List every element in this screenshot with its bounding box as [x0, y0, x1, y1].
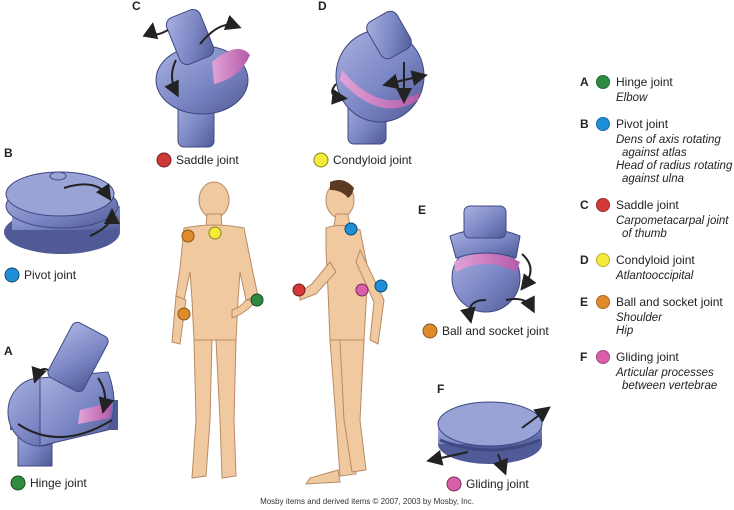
- legend-letter: B: [580, 117, 589, 131]
- legend-title: Gliding joint: [616, 350, 679, 364]
- legend-entry-ball-socket: E Ball and socket joint Shoulder Hip: [580, 292, 734, 338]
- legend-dot: [596, 295, 610, 309]
- legend-example: Hip: [616, 325, 634, 337]
- legend-dot: [596, 198, 610, 212]
- panel-letter-e: E: [418, 203, 426, 217]
- legend-letter: E: [580, 295, 589, 309]
- ball-socket-joint-dot: [422, 323, 438, 339]
- legend-example: Atlantooccipital: [616, 270, 694, 282]
- legend-dot: [596, 350, 610, 364]
- legend-example: Articular processes between vertebrae: [616, 367, 718, 392]
- legend-letter: A: [580, 75, 589, 89]
- ball-socket-joint-label: Ball and socket joint: [442, 324, 549, 338]
- pivot-joint-illustration: [4, 171, 120, 254]
- saddle-joint-illustration: [142, 8, 250, 148]
- legend-example: Head of radius rotating against ulna: [616, 160, 733, 185]
- pivot-joint-dot: [4, 267, 20, 283]
- panel-letter-b: B: [4, 146, 13, 160]
- legend-title: Saddle joint: [616, 198, 679, 212]
- condyloid-joint-illustration: [331, 10, 428, 145]
- legend-example: Shoulder: [616, 312, 663, 324]
- panel-letter-d: D: [318, 0, 327, 13]
- gliding-joint-dot: [446, 476, 462, 492]
- legend-entry-pivot: B Pivot joint Dens of axis rotating again…: [580, 114, 734, 186]
- ball-and-socket-joint-illustration: [449, 205, 537, 324]
- legend-dot: [596, 117, 610, 131]
- legend-letter: D: [580, 253, 589, 267]
- saddle-joint-dot: [156, 152, 172, 168]
- legend-title: Pivot joint: [616, 117, 669, 131]
- pivot-joint-label: Pivot joint: [24, 268, 77, 282]
- body-side-figure: [299, 180, 385, 485]
- panel-letter-a: A: [4, 344, 13, 358]
- gliding-joint-label: Gliding joint: [466, 477, 529, 491]
- legend-example: Elbow: [616, 92, 648, 104]
- legend-entry-hinge: A Hinge joint Elbow: [580, 72, 734, 105]
- legend-title: Ball and socket joint: [616, 295, 723, 309]
- panel-letter-c: C: [132, 0, 141, 13]
- legend-example: Dens of axis rotating against atlas: [616, 134, 721, 159]
- side-elbow-marker: [374, 279, 388, 293]
- copyright-credit: Mosby items and derived items © 2007, 20…: [260, 497, 474, 506]
- hinge-joint-dot: [10, 475, 26, 491]
- legend-letter: F: [580, 350, 588, 364]
- legend-entry-saddle: C Saddle joint Carpometacarpal joint of t…: [580, 195, 734, 241]
- front-shoulder-marker: [181, 229, 195, 243]
- joint-legend: A Hinge joint Elbow B Pivot joint Dens of …: [580, 72, 734, 402]
- hinge-joint-illustration: [7, 321, 118, 467]
- legend-title: Condyloid joint: [616, 253, 695, 267]
- gliding-joint-illustration: [426, 401, 551, 476]
- condyloid-joint-dot: [313, 152, 329, 168]
- panel-letter-f: F: [437, 382, 444, 396]
- front-hip-marker: [177, 307, 191, 321]
- legend-entry-gliding: F Gliding joint Articular processes betwe…: [580, 347, 734, 393]
- legend-entry-condyloid: D Condyloid joint Atlantooccipital: [580, 250, 734, 283]
- legend-dot: [596, 253, 610, 267]
- condyloid-joint-label: Condyloid joint: [333, 153, 412, 167]
- saddle-joint-label: Saddle joint: [176, 153, 239, 167]
- front-neck-marker: [208, 226, 222, 240]
- side-thumb-marker: [292, 283, 306, 297]
- legend-dot: [596, 75, 610, 89]
- side-spine-marker: [355, 283, 369, 297]
- legend-example: Carpometacarpal joint of thumb: [616, 215, 729, 240]
- hinge-joint-label: Hinge joint: [30, 476, 87, 490]
- body-front-figure: [171, 181, 259, 479]
- legend-title: Hinge joint: [616, 75, 673, 89]
- front-elbow-marker: [250, 293, 264, 307]
- legend-letter: C: [580, 198, 589, 212]
- side-neck-marker: [344, 222, 358, 236]
